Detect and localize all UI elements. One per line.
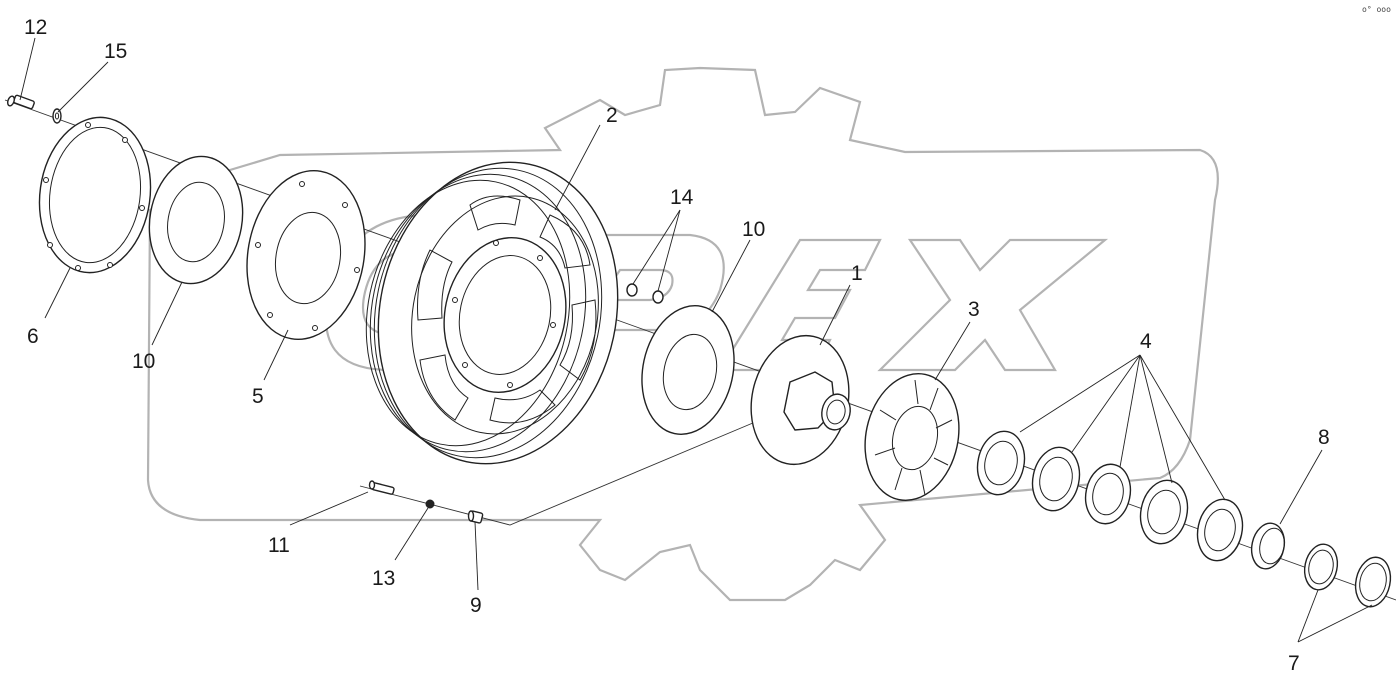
part-8-sleeve (1250, 522, 1286, 570)
part-9-bushing (467, 510, 484, 524)
watermark-letter-x (877, 238, 1109, 372)
part-2-pulley-wheel (365, 161, 619, 465)
part-1-hub (750, 334, 851, 466)
part-13-ball (425, 499, 435, 509)
callout-2: 2 (606, 104, 618, 127)
part-11-pin (368, 480, 395, 495)
callout-8: 8 (1318, 426, 1330, 449)
part-6-flange-ring (38, 116, 152, 274)
callout-labels: 12 15 2 14 10 1 3 4 8 7 6 10 5 11 13 9 (24, 16, 1330, 675)
part-10-gasket-left (148, 155, 244, 285)
callout-10-right: 10 (742, 218, 765, 241)
callout-4: 4 (1140, 330, 1152, 353)
callout-15: 15 (104, 40, 127, 63)
corner-mark: o° ooo (1362, 5, 1391, 14)
callout-5: 5 (252, 385, 264, 408)
callout-6: 6 (27, 325, 39, 348)
watermark-letter-e (718, 238, 882, 372)
callout-13: 13 (372, 567, 395, 590)
part-12-bolt (7, 94, 35, 110)
callout-14: 14 (670, 186, 694, 209)
part-7-retaining-rings (1303, 543, 1392, 608)
callout-9: 9 (470, 594, 482, 617)
callout-3: 3 (968, 298, 980, 321)
leader-lines (19, 37, 1373, 643)
callout-7: 7 (1288, 652, 1300, 675)
part-10-gasket-right (641, 305, 735, 435)
pulley-spokes (417, 195, 597, 424)
pin-axis (359, 419, 761, 526)
callout-1: 1 (851, 262, 863, 285)
callout-11: 11 (268, 534, 290, 557)
part-15-washer (52, 108, 62, 124)
part-3-finned-cap (864, 372, 960, 502)
callout-10-left: 10 (132, 350, 155, 373)
callout-12: 12 (24, 16, 47, 39)
part-4-rings (976, 430, 1244, 562)
part-5-cover-disc (246, 169, 366, 341)
watermark-gear-outline (146, 66, 1219, 602)
